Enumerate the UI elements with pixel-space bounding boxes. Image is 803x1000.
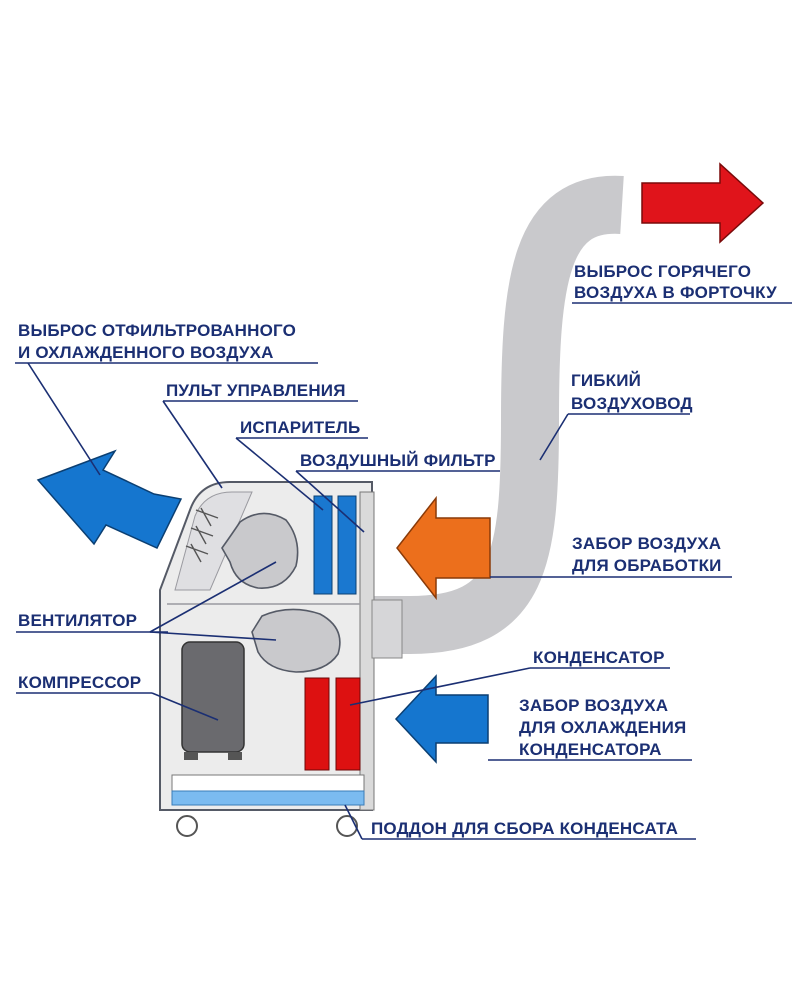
compressor-icon — [181, 641, 245, 760]
condenser-cooling-arrow-icon — [394, 674, 489, 764]
label-flexible-duct-1: ГИБКИЙ — [571, 371, 641, 390]
control-panel — [185, 507, 219, 563]
lower-fan-icon — [251, 608, 341, 673]
leader-lines — [15, 302, 792, 840]
flexible-duct — [370, 175, 624, 654]
condenser — [304, 677, 361, 771]
cold-air-outlet-arrow-icon — [36, 449, 183, 549]
label-process-air-intake-2: ДЛЯ ОБРАБОТКИ — [572, 556, 722, 575]
label-evaporator: ИСПАРИТЕЛЬ — [240, 418, 360, 437]
label-condenser-cooling-intake-1: ЗАБОР ВОЗДУХА — [519, 696, 668, 715]
label-control-panel: ПУЛЬТ УПРАВЛЕНИЯ — [166, 381, 346, 400]
label-process-air-intake-1: ЗАБОР ВОЗДУХА — [572, 534, 721, 553]
label-condenser-cooling-intake-3: КОНДЕНСАТОРА — [519, 740, 662, 759]
process-air-intake-arrow-icon — [396, 495, 491, 601]
label-hot-air-exhaust-1: ВЫБРОС ГОРЯЧЕГО — [574, 262, 751, 281]
label-filtered-air-outlet-1: ВЫБРОС ОТФИЛЬТРОВАННОГО — [18, 321, 296, 340]
label-flexible-duct-2: ВОЗДУХОВОД — [571, 394, 693, 413]
label-fan: ВЕНТИЛЯТОР — [18, 611, 137, 630]
label-air-filter: ВОЗДУШНЫЙ ФИЛЬТР — [300, 451, 496, 470]
label-condensate-tray: ПОДДОН ДЛЯ СБОРА КОНДЕНСАТА — [371, 819, 678, 838]
hot-air-arrow-icon — [641, 162, 765, 244]
condensate-tray — [171, 774, 365, 806]
wheels — [176, 815, 358, 837]
label-filtered-air-outlet-2: И ОХЛАЖДЕННОГО ВОЗДУХА — [18, 343, 274, 362]
upper-fan-icon — [221, 512, 299, 589]
labels: ВЫБРОС ГОРЯЧЕГО ВОЗДУХА В ФОРТОЧКУ ВЫБРО… — [18, 262, 777, 838]
label-condenser-cooling-intake-2: ДЛЯ ОХЛАЖДЕНИЯ — [519, 718, 686, 737]
label-condenser: КОНДЕНСАТОР — [533, 648, 665, 667]
label-hot-air-exhaust-2: ВОЗДУХА В ФОРТОЧКУ — [574, 283, 777, 302]
label-compressor: КОМПРЕССОР — [18, 673, 141, 692]
